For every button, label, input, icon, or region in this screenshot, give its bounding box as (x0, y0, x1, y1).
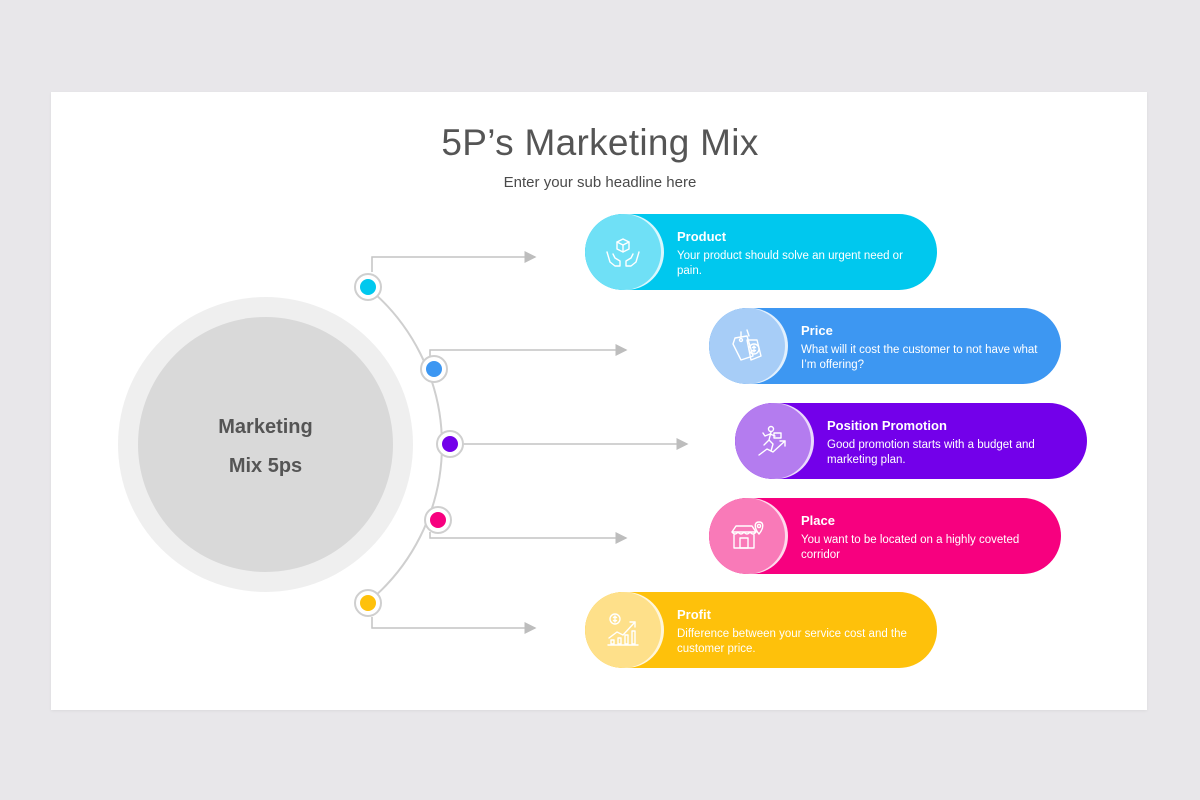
icon-disc-place (709, 498, 785, 574)
connector-price (429, 344, 628, 356)
connector-place (429, 532, 628, 544)
icon-disc-product (585, 214, 661, 290)
node-dot-price (426, 361, 442, 377)
node-promotion (436, 430, 464, 458)
slide-title: 5P’s Marketing Mix (441, 122, 759, 163)
icon-disc-promotion (735, 403, 811, 479)
store-location-icon (731, 521, 764, 549)
pill-place: Place You want to be located on a highly… (709, 498, 1061, 574)
price-tag-icon (732, 329, 762, 361)
node-place (424, 506, 452, 534)
pill-product: Product Your product should solve an urg… (585, 214, 937, 290)
node-dot-product (360, 279, 376, 295)
icon-disc-price (709, 308, 785, 384)
price-title: Price (801, 323, 833, 338)
connector-product (371, 251, 537, 272)
pill-promotion: Position Promotion Good promotion starts… (735, 403, 1087, 479)
node-dot-place (430, 512, 446, 528)
product-description: Your product should solve an urgent need… (677, 250, 903, 277)
pill-price: Price What will it cost the customer to … (709, 308, 1061, 384)
center-label-line-2: Mix 5ps (228, 455, 303, 477)
node-product (354, 273, 382, 301)
center-label-line-1: Marketing (218, 416, 313, 438)
connector-arc (366, 286, 443, 604)
icon-disc-profit (585, 592, 661, 668)
node-profit (354, 589, 382, 617)
profit-title: Profit (677, 607, 711, 622)
profit-description: Difference between your service cost and… (677, 628, 907, 655)
place-title: Place (801, 513, 835, 528)
promotion-title: Position Promotion (827, 418, 947, 433)
box-hands-icon (606, 238, 640, 267)
price-description: What will it cost the customer to not ha… (801, 344, 1038, 371)
growth-runner-icon (758, 425, 786, 456)
node-price (420, 355, 448, 383)
product-title: Product (677, 229, 727, 244)
center-label: Marketing Mix 5ps (138, 408, 393, 486)
promotion-description: Good promotion starts with a budget and … (827, 439, 1035, 466)
slide-subtitle: Enter your sub headline here (503, 174, 697, 191)
connector-profit (371, 617, 537, 634)
node-dot-profit (360, 595, 376, 611)
profit-chart-icon (607, 613, 639, 646)
place-description: You want to be located on a highly covet… (801, 534, 1020, 561)
pill-profit: Profit Difference between your service c… (585, 592, 937, 668)
center-circle (138, 317, 393, 572)
node-dot-promotion (442, 436, 458, 452)
